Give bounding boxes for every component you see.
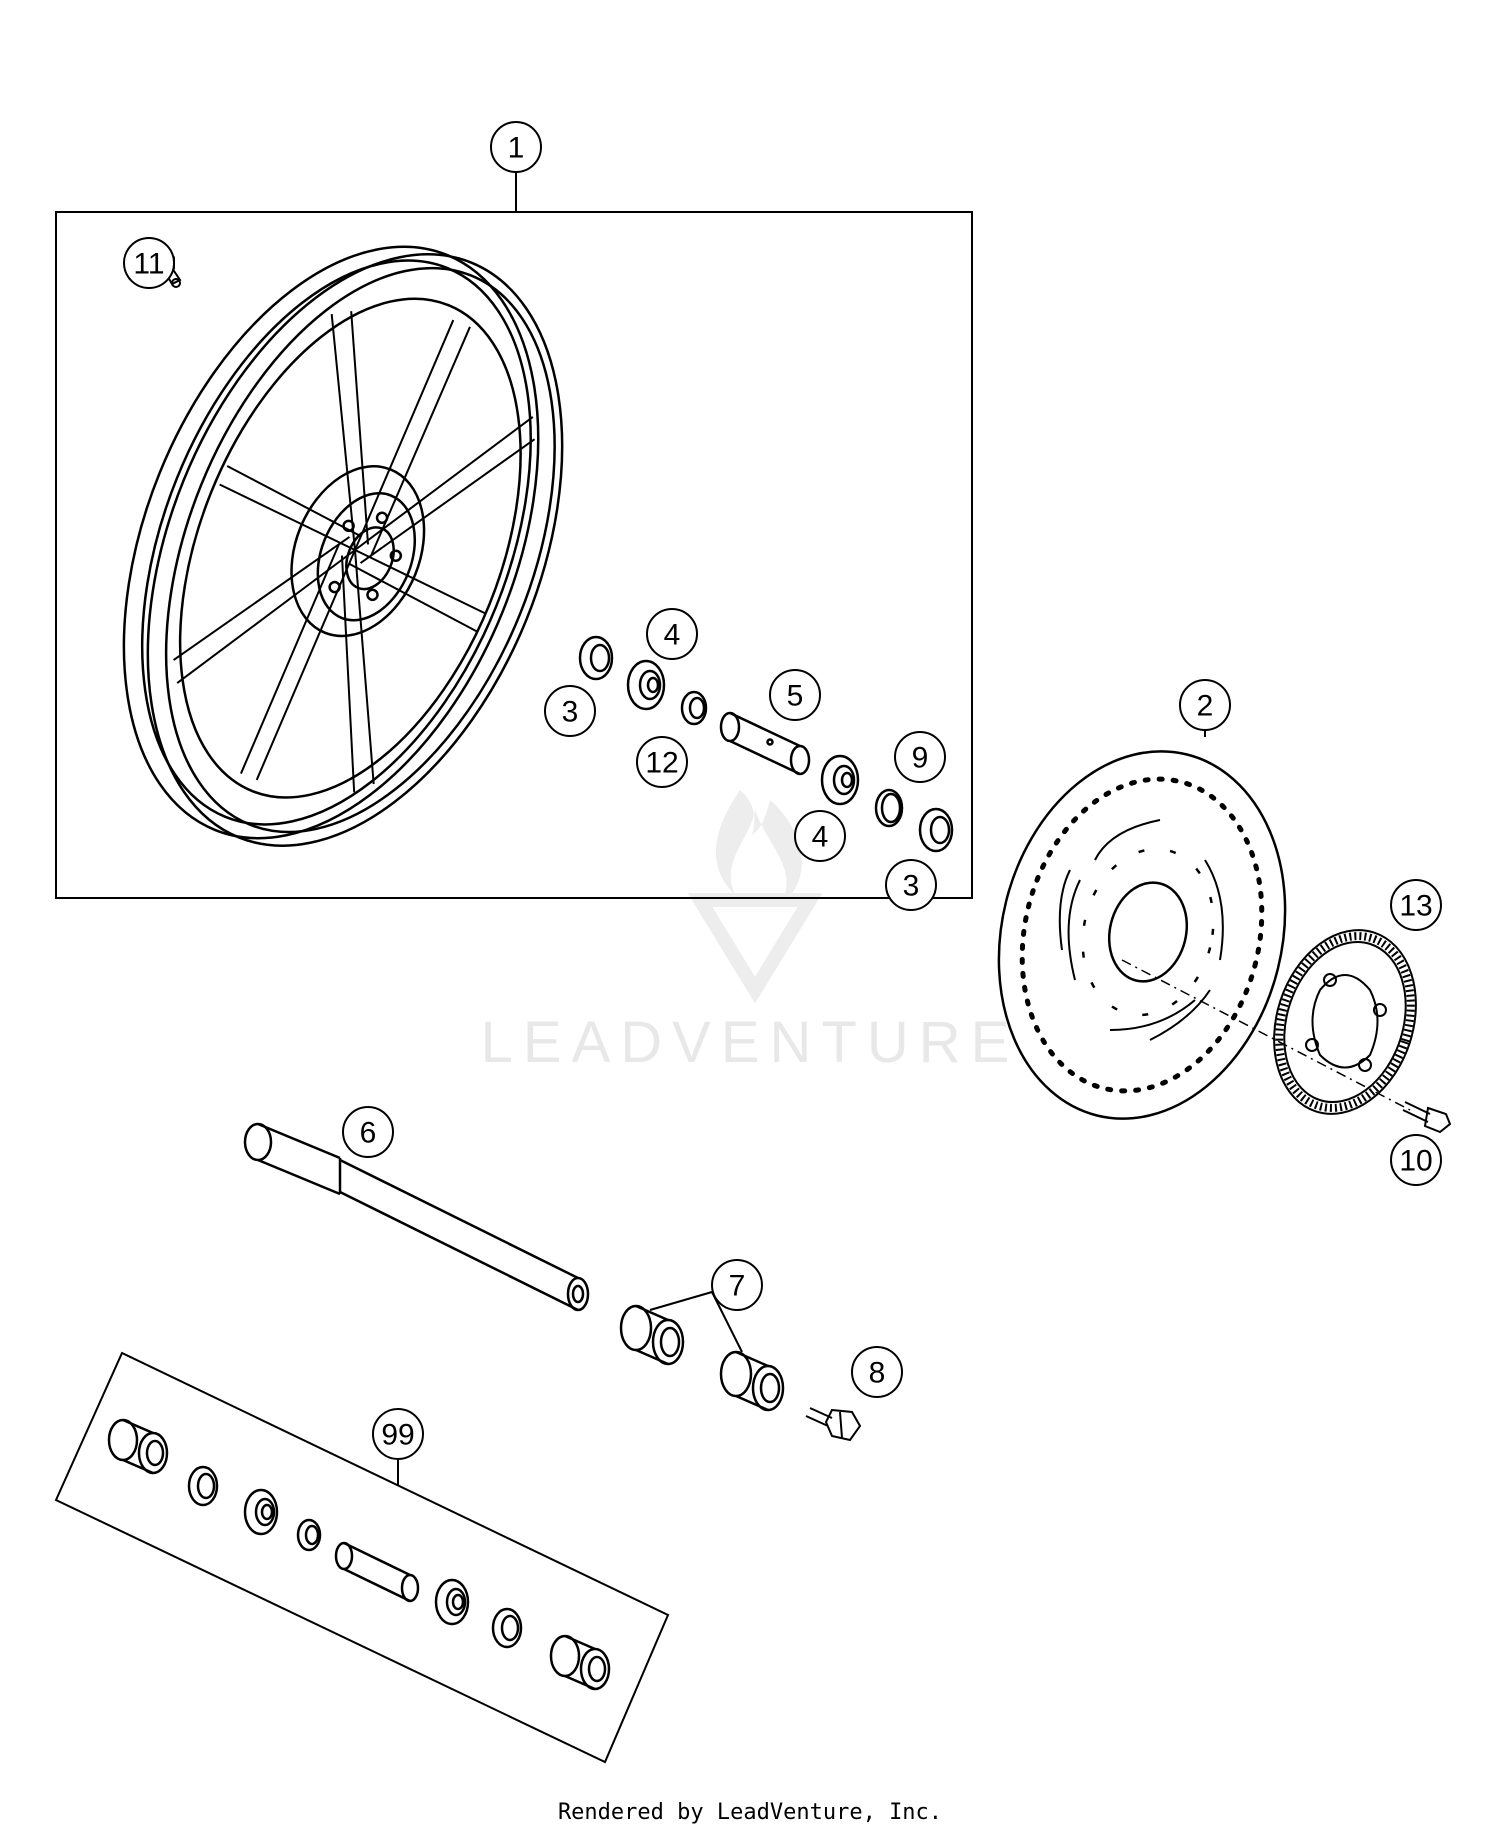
kit-box-99 [54, 1351, 670, 1764]
disc-center-line [1121, 959, 1411, 1111]
seal-3-lower [918, 807, 954, 853]
callout-label: 3 [903, 870, 920, 903]
callout-10: 10 [1390, 1134, 1442, 1186]
spacer-7-a [619, 1304, 685, 1366]
watermark-logo: LEADVENTURE [481, 790, 1020, 1075]
callout-label: 99 [381, 1419, 414, 1452]
callout-3-lower: 3 [885, 859, 937, 911]
callout-9: 9 [894, 731, 946, 783]
callout-13: 13 [1390, 879, 1442, 931]
bolt-10 [1402, 1101, 1452, 1134]
callout-label: 8 [869, 1357, 886, 1390]
callout-4-lower: 4 [794, 810, 846, 862]
spacer-5 [719, 711, 811, 776]
bolt-8 [805, 1407, 862, 1442]
callout-label: 5 [787, 680, 804, 713]
callout-1: 1 [490, 121, 542, 173]
watermark-text: LEADVENTURE [481, 1010, 1020, 1075]
axle-6 [243, 1122, 590, 1312]
callout-label: 7 [729, 1270, 746, 1303]
callout-6: 6 [342, 1106, 394, 1158]
callout-8: 8 [851, 1346, 903, 1398]
callout-2: 2 [1179, 679, 1231, 731]
seal-3-upper [578, 635, 614, 681]
bearing-4-upper [626, 659, 666, 711]
brake-disc [997, 750, 1287, 1120]
callout-4-upper: 4 [646, 608, 698, 660]
callout-label: 13 [1399, 890, 1432, 923]
callout-label: 6 [360, 1117, 377, 1150]
callout-5: 5 [769, 669, 821, 721]
callout-3-upper: 3 [544, 685, 596, 737]
callout-12: 12 [636, 736, 688, 788]
spacer-7-b [719, 1350, 785, 1412]
front-wheel [122, 245, 564, 847]
wheel-assembly-box [55, 211, 973, 899]
callout-label: 2 [1197, 690, 1214, 723]
callout-label: 4 [664, 619, 681, 652]
callout-99: 99 [372, 1408, 424, 1460]
callout-11: 11 [123, 237, 175, 289]
callout-label: 12 [645, 747, 678, 780]
abs-tone-ring [1273, 929, 1417, 1115]
circlip-9 [874, 788, 904, 828]
callout-label: 10 [1399, 1145, 1432, 1178]
spacer-12 [680, 690, 708, 726]
callout-label: 3 [562, 696, 579, 729]
callout-label: 1 [508, 132, 525, 165]
footer-credit: Rendered by LeadVenture, Inc. [557, 1800, 943, 1825]
callout-label: 11 [133, 248, 164, 281]
callout-7: 7 [711, 1259, 763, 1311]
bearing-4-lower [820, 754, 860, 806]
callout-label: 9 [912, 742, 929, 775]
callout-label: 4 [812, 821, 829, 854]
